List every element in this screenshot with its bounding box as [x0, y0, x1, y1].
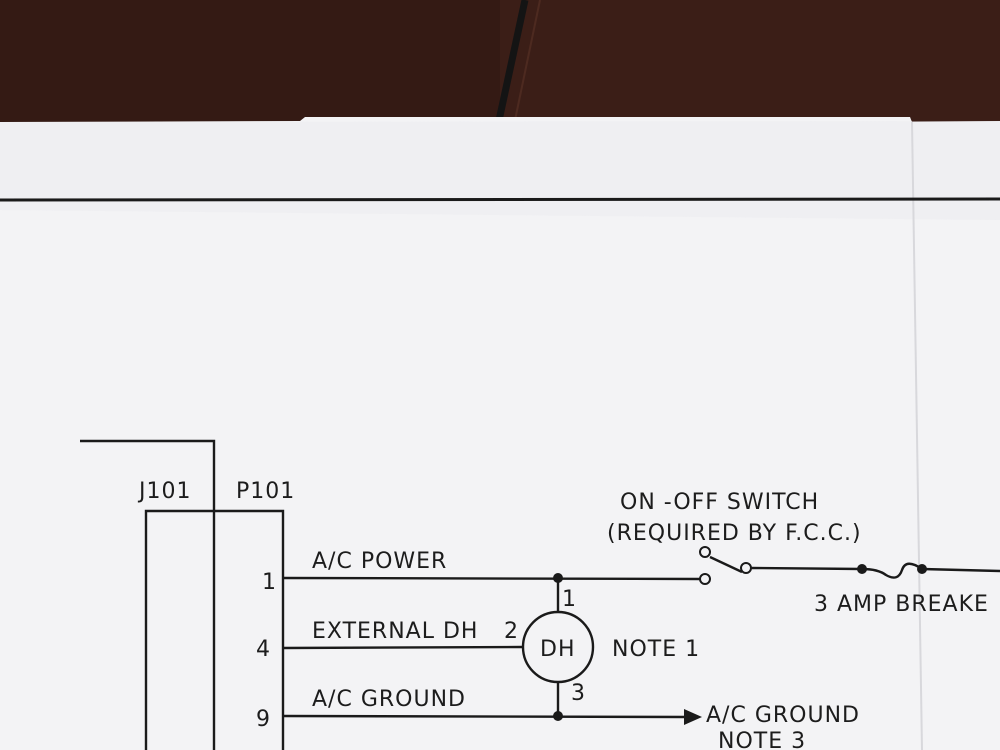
paper-sheet: [0, 117, 1000, 750]
jack-label: J101: [137, 479, 191, 504]
switch-label-line2: (REQUIRED BY F.C.C.): [607, 521, 862, 546]
ground-output-line2: NOTE 3: [718, 729, 806, 750]
switch-contact-upper: [699, 546, 711, 558]
wire-breaker-out: [921, 567, 1000, 573]
dh-note: NOTE 1: [612, 637, 700, 662]
switch-contact-pivot: [740, 562, 752, 574]
wire-label-ground: A/C GROUND: [312, 687, 466, 712]
dh-terminal-1: 1: [562, 587, 577, 612]
dh-terminal-2: 2: [504, 619, 519, 644]
switch-contact-lower: [699, 573, 711, 585]
dh-terminal-3: 3: [571, 681, 586, 706]
wire-power: [282, 576, 701, 581]
dh-component-circle: [521, 610, 595, 684]
table-seam-highlight: [513, 0, 541, 126]
wire-external-dh: [282, 645, 523, 650]
switch-lever: [709, 555, 743, 574]
plug-label: P101: [236, 479, 295, 504]
wire-ground: [282, 714, 691, 719]
breaker-symbol: [861, 562, 923, 579]
pin-number-4: 4: [256, 637, 271, 662]
pin-number-1: 1: [262, 570, 277, 595]
drawing-border-line: [0, 197, 1000, 202]
paper-shade: [0, 121, 1000, 220]
wire-label-external-dh: EXTERNAL DH: [312, 619, 478, 644]
ground-arrow: [684, 709, 702, 725]
paper-fold: [911, 121, 923, 750]
breaker-label: 3 AMP BREAKE: [814, 592, 989, 617]
table-shadow: [0, 0, 500, 122]
connector-outline: [80, 439, 216, 750]
switch-label-line1: ON -OFF SWITCH: [620, 490, 819, 515]
wire-switch-breaker: [750, 566, 863, 571]
table-seam: [494, 0, 529, 126]
wire-label-power: A/C POWER: [312, 549, 447, 574]
dh-component-label: DH: [540, 637, 575, 662]
pin-number-9: 9: [256, 707, 271, 732]
ground-output-line1: A/C GROUND: [706, 703, 860, 728]
